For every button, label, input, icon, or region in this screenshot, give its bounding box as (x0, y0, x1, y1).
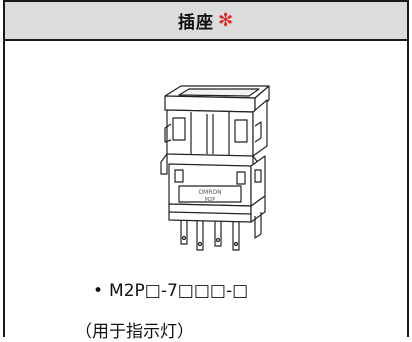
socket-illustration: OMRON M2P (160, 85, 270, 251)
header-title: 插座 (177, 13, 214, 33)
asterisk-icon: ✻ (217, 10, 235, 31)
bullet: • (93, 281, 104, 301)
spec-table-cell: 插座 ✻ OMRON M2P (3, 0, 409, 342)
label-model: M2P (205, 197, 216, 203)
label-brand: OMRON (198, 189, 221, 196)
model-number: M2P□-7□□□-□ (109, 281, 249, 301)
usage-note: （用于指示灯） (75, 322, 194, 342)
table-header: 插座 ✻ (5, 2, 407, 41)
model-list-item: •M2P□-7□□□-□ (93, 281, 248, 301)
